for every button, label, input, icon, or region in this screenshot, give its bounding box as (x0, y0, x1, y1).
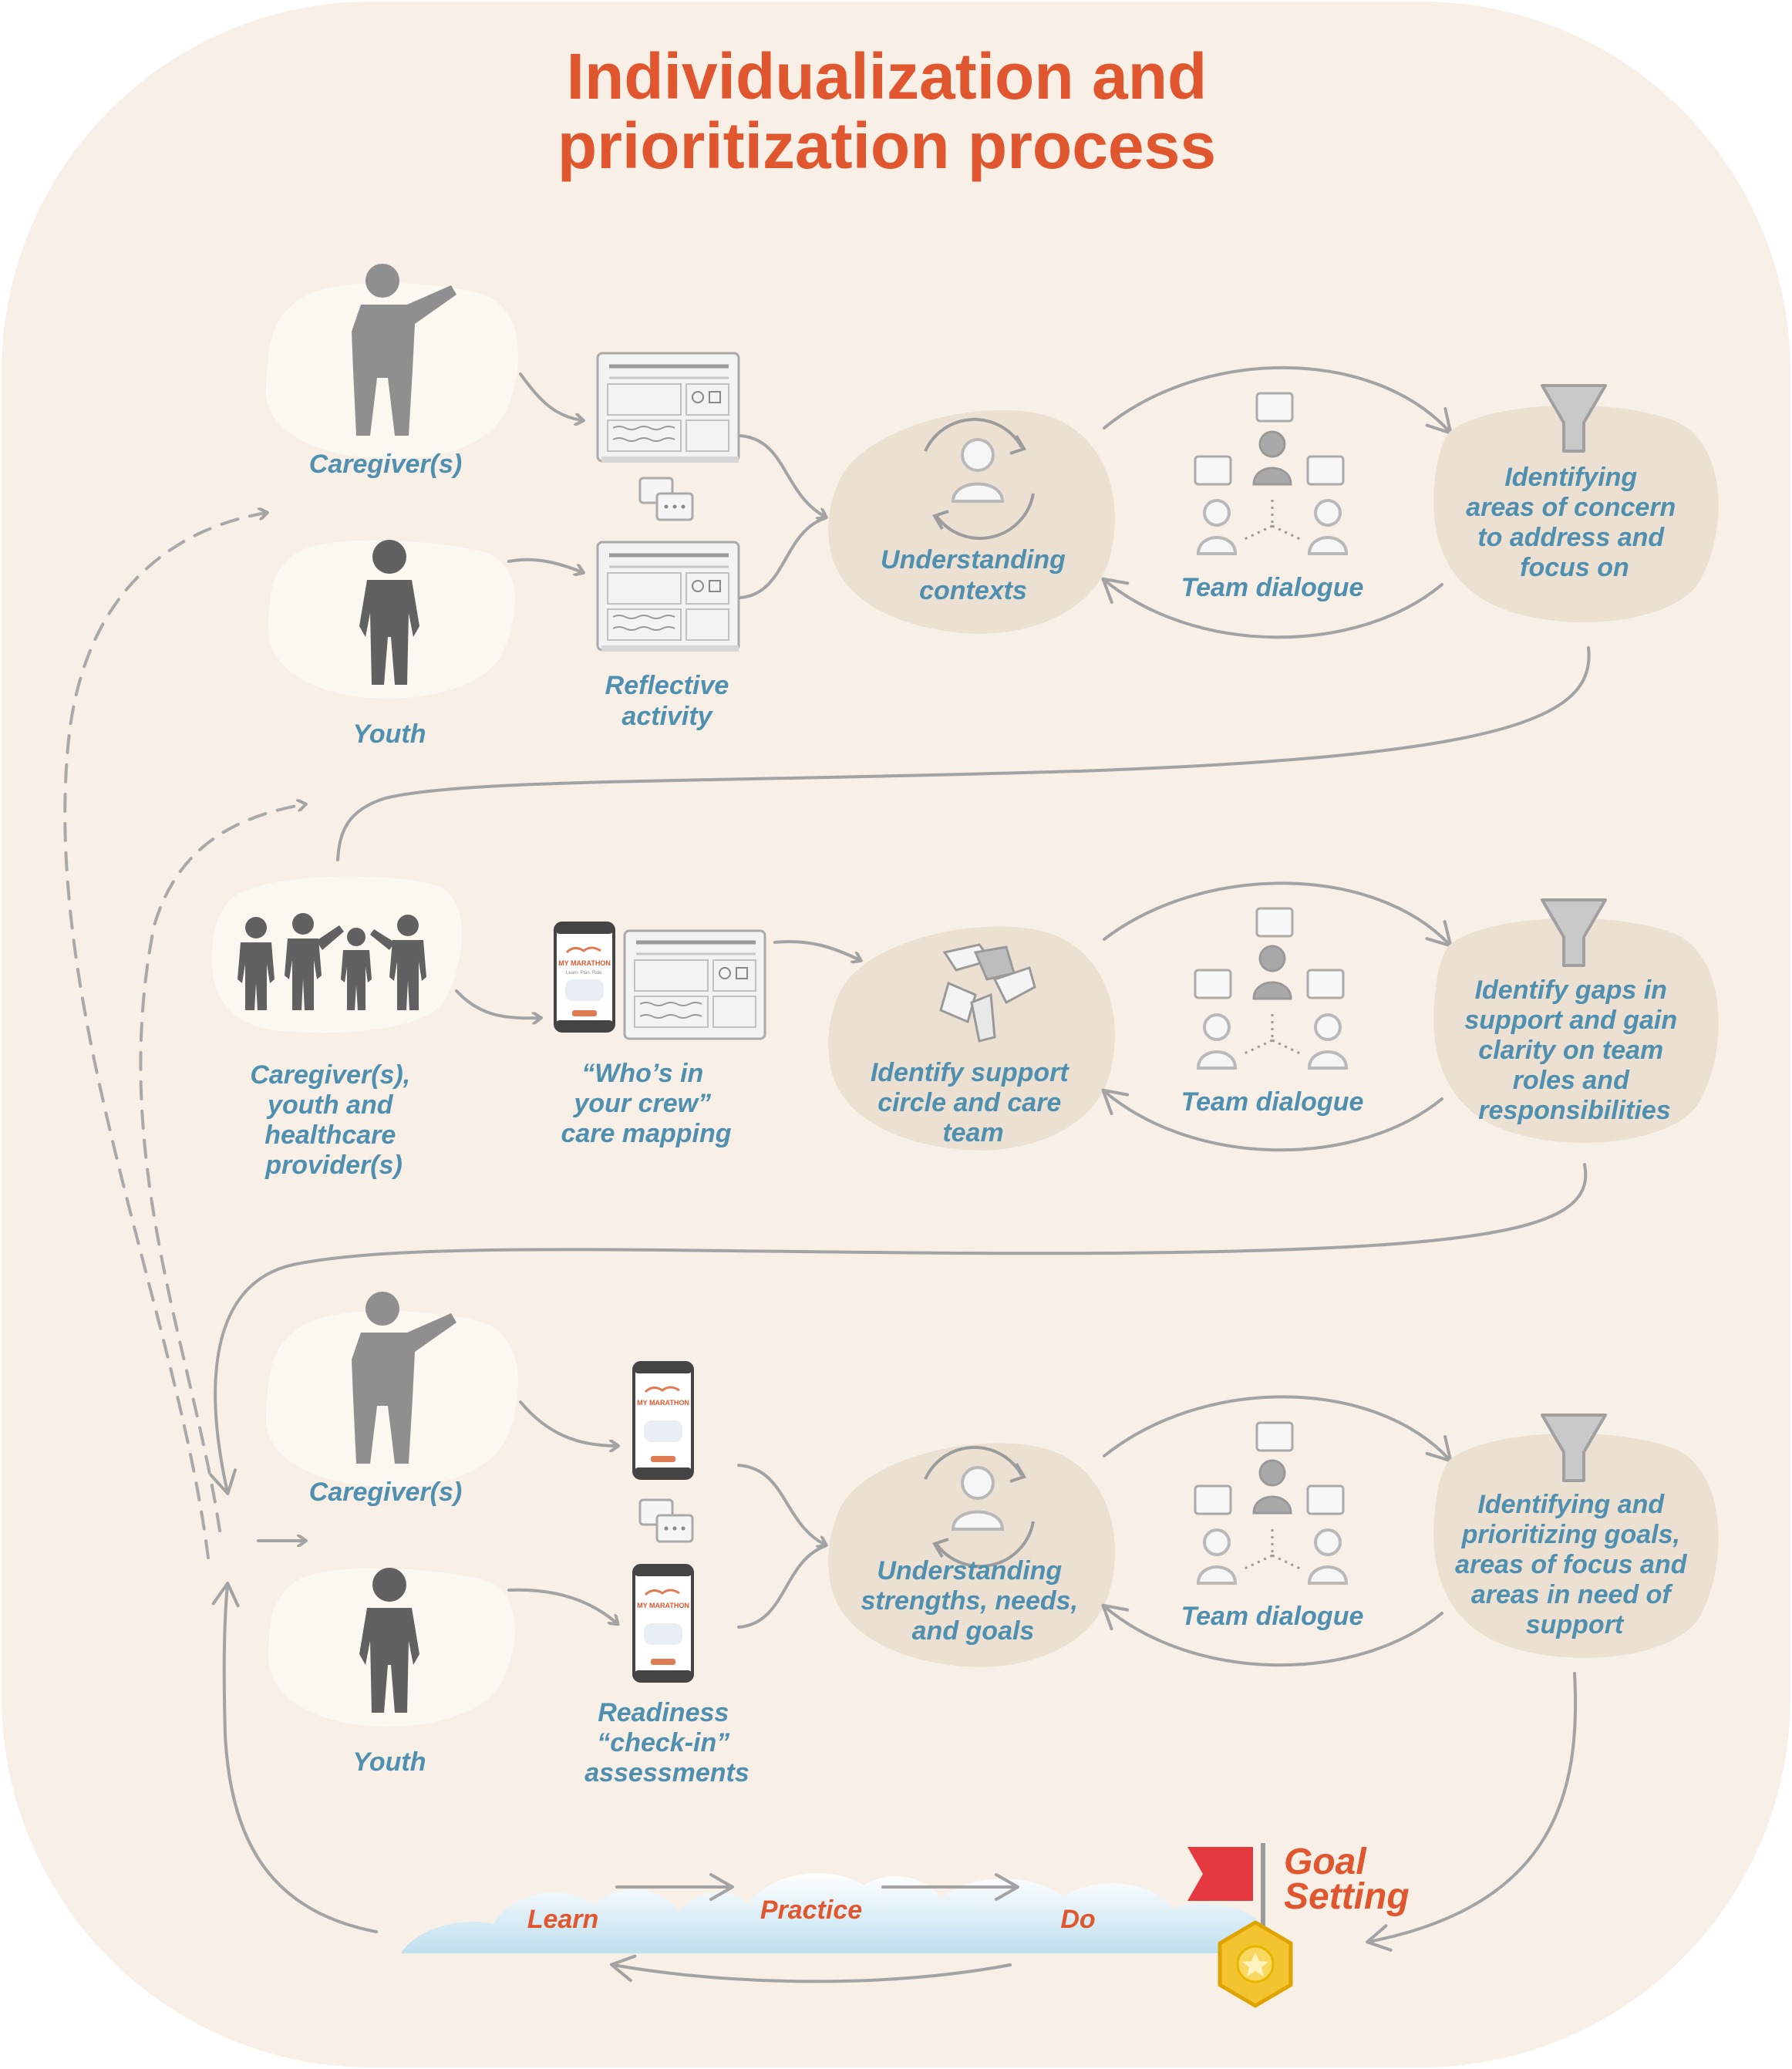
outcome-label: Identifying and prioritizing goals, area… (1455, 1490, 1694, 1639)
arrow-youth-to-phone (507, 1588, 617, 1623)
dialogue-arc-back (1101, 577, 1443, 639)
filter-icon (1541, 898, 1607, 967)
connector-row2-to-row3 (209, 1163, 1588, 1495)
chat-bubbles-icon (638, 477, 694, 521)
row-1: Caregiver(s) Youth (265, 264, 1719, 749)
row-3: Caregiver(s) Youth MY MARATHON MY MARATH… (265, 1292, 1719, 1788)
hands-together-icon (939, 943, 1036, 1043)
stage-blob (828, 926, 1115, 1151)
arrow-to-stage (739, 434, 825, 517)
person-refresh-icon (924, 417, 1035, 540)
arrow-youth-to-worksheet (507, 558, 582, 572)
person-refresh-icon (924, 1445, 1035, 1568)
caregiver-figure-icon (352, 264, 456, 436)
dialogue-label: Team dialogue (1181, 573, 1364, 602)
stage-label-line-1: Understanding (881, 545, 1066, 575)
group-figures-icon (237, 913, 426, 1010)
row-2: Caregiver(s), youth and healthcare provi… (211, 876, 1719, 1180)
outcome-blob (1433, 918, 1719, 1143)
team-dialogue-icon (1194, 392, 1349, 555)
dashed-loop-row1 (63, 513, 266, 1559)
group-label: Caregiver(s), youth and healthcare provi… (250, 1060, 417, 1180)
worksheet-icon (623, 929, 766, 1040)
title-line-1: Individualization and (567, 40, 1208, 113)
stage-blob (828, 409, 1115, 634)
youth-label: Youth (352, 1747, 426, 1777)
youth-label: Youth (352, 719, 426, 749)
stage-label: Understanding strengths, needs, and goal… (861, 1556, 1086, 1646)
arrow-to-stage (737, 1545, 827, 1629)
learn-step: Learn (527, 1905, 599, 1934)
stage-label-line-2: contexts (919, 576, 1027, 605)
phone-icon: MY MARATHON (632, 1564, 694, 1683)
arrow-tools-to-stage (773, 940, 860, 960)
svg-text:MY MARATHON: MY MARATHON (637, 1399, 689, 1407)
stage-blob (828, 1443, 1115, 1667)
arrow-group-to-tools (455, 989, 540, 1018)
outcome-blob (1433, 1433, 1719, 1658)
arrow-caregiver-to-phone (519, 1400, 617, 1446)
activity-label: Readiness “check-in” assessments (584, 1698, 749, 1788)
filter-icon (1541, 1414, 1607, 1482)
phone-icon: MY MARATHON Learn. Plan. Ride. (554, 922, 615, 1033)
dialogue-arc-forward (1103, 881, 1453, 948)
connector-row3-to-goal (1366, 1672, 1578, 1952)
stage-label: Identify support circle and care team (871, 1058, 1076, 1147)
dialogue-arc-back (1101, 1088, 1443, 1152)
dialogue-label: Team dialogue (1181, 1602, 1364, 1631)
caregiver-figure-icon (352, 1292, 456, 1464)
worksheet-icon (596, 541, 740, 652)
outcome-blob (1433, 405, 1719, 622)
svg-text:Learn. Plan. Ride.: Learn. Plan. Ride. (566, 971, 603, 976)
team-dialogue-icon (1194, 907, 1349, 1070)
caregiver-label: Caregiver(s) (309, 1478, 462, 1507)
svg-text:MY MARATHON: MY MARATHON (558, 959, 611, 967)
youth-figure-icon (359, 540, 419, 685)
arrow-do-back-to-learn (610, 1954, 1012, 1983)
cloud-shape (401, 1873, 1268, 1953)
team-dialogue-icon (1194, 1421, 1349, 1585)
caregiver-label: Caregiver(s) (309, 450, 462, 479)
return-loop-cycle-to-row3 (211, 1582, 378, 1933)
title-line-2: prioritization process (557, 110, 1216, 182)
goal-setting-label-line-2: Setting (1284, 1876, 1410, 1917)
star-badge-icon (1218, 1920, 1293, 2008)
arrow-caregiver-to-worksheet (519, 372, 582, 420)
filter-icon (1541, 384, 1607, 453)
practice-step: Practice (760, 1895, 862, 1925)
connector-row1-to-row2 (336, 646, 1591, 861)
dialogue-arc-back (1101, 1603, 1443, 1667)
goal-setting-label-line-1: Goal (1284, 1842, 1367, 1882)
arrow-to-stage (739, 517, 827, 599)
svg-text:MY MARATHON: MY MARATHON (637, 1602, 689, 1609)
outcome-label: Identify gaps in support and gain clarit… (1464, 976, 1684, 1125)
dialogue-arc-forward (1103, 366, 1453, 435)
activity-label-line-1: Reflective (605, 671, 729, 700)
chat-bubbles-icon (638, 1498, 694, 1543)
outcome-label: Identifying areas of concern to address … (1466, 463, 1683, 582)
dialogue-label: Team dialogue (1181, 1087, 1364, 1117)
arrow-to-stage (737, 1464, 825, 1545)
activity-label-line-2: activity (621, 702, 713, 731)
dashed-loop-row2 (139, 804, 305, 1532)
youth-figure-icon (359, 1568, 419, 1713)
phone-icon: MY MARATHON (632, 1361, 694, 1480)
activity-label: “Who’s in your crew” care mapping (561, 1059, 731, 1148)
worksheet-icon (596, 352, 740, 463)
dialogue-arc-forward (1103, 1395, 1453, 1463)
learn-practice-do-cycle: Learn Practice Do Goal Setting (401, 1842, 1410, 2008)
do-step: Do (1060, 1905, 1095, 1934)
